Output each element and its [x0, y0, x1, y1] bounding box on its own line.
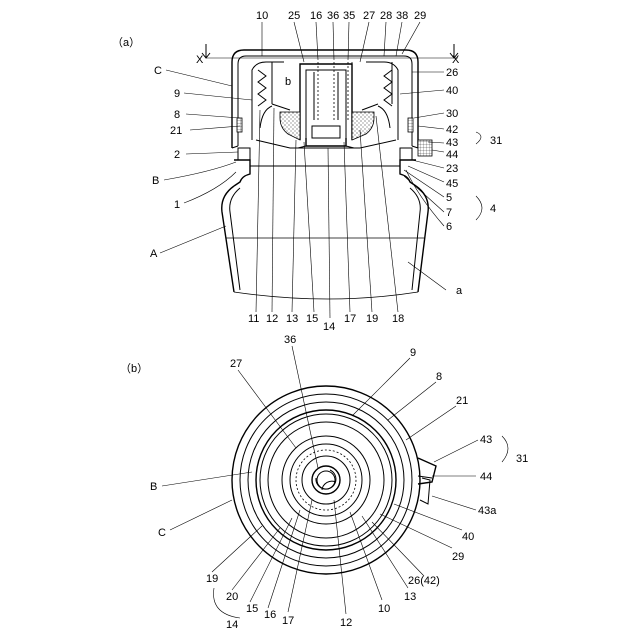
label-b-19: 19 — [206, 573, 218, 585]
label-b: b — [285, 76, 291, 88]
label-11: 11 — [248, 313, 259, 325]
label-b-27: 27 — [230, 358, 242, 370]
panel-a-label: （a） — [112, 36, 140, 49]
label-13: 13 — [286, 313, 298, 325]
bottle-body — [222, 186, 429, 299]
label-b-8: 8 — [436, 371, 442, 383]
plan-rings — [232, 386, 436, 574]
label-b-40: 40 — [462, 531, 474, 543]
label-31: 31 — [490, 135, 502, 147]
container-neck — [234, 140, 432, 186]
label-42: 42 — [446, 124, 458, 136]
label-C: C — [154, 65, 162, 77]
label-b-26-42: 26(42) — [408, 575, 440, 587]
label-43: 43 — [446, 137, 458, 149]
label-b-17: 17 — [282, 615, 294, 627]
label-b-21: 21 — [456, 395, 468, 407]
label-17: 17 — [344, 313, 356, 325]
label-9: 9 — [174, 88, 180, 100]
label-25: 25 — [288, 10, 300, 22]
label-2: 2 — [174, 149, 180, 161]
label-b-31: 31 — [516, 453, 528, 465]
label-23: 23 — [446, 163, 458, 175]
label-b-C: C — [158, 527, 166, 539]
label-b-9: 9 — [410, 347, 416, 359]
label-10: 10 — [256, 10, 268, 22]
label-29: 29 — [414, 10, 426, 22]
section-line: X X — [196, 44, 460, 66]
label-A: A — [150, 248, 158, 260]
label-b-13: 13 — [404, 591, 416, 603]
label-16: 16 — [310, 10, 322, 22]
label-b-15: 15 — [246, 603, 258, 615]
label-b-12: 12 — [340, 617, 352, 629]
panel-a: （a） X X — [112, 10, 502, 333]
label-7: 7 — [446, 207, 452, 219]
label-5: 5 — [446, 192, 452, 204]
label-44: 44 — [446, 149, 458, 161]
label-30: 30 — [446, 108, 458, 120]
label-b-36: 36 — [284, 334, 296, 346]
label-36: 36 — [327, 10, 339, 22]
label-40: 40 — [446, 85, 458, 97]
label-4: 4 — [490, 203, 496, 215]
label-18: 18 — [392, 313, 404, 325]
leaders-a — [160, 22, 482, 318]
label-b-16: 16 — [264, 609, 276, 621]
label-b-14: 14 — [226, 619, 238, 631]
label-b-20: 20 — [226, 591, 238, 603]
section-mark-left: X — [196, 54, 204, 66]
label-b-10: 10 — [378, 603, 390, 615]
label-38: 38 — [396, 10, 408, 22]
label-28: 28 — [380, 10, 392, 22]
label-26: 26 — [446, 67, 458, 79]
label-8: 8 — [174, 109, 180, 121]
label-b-44: 44 — [480, 471, 492, 483]
label-b-43: 43 — [480, 434, 492, 446]
label-12: 12 — [266, 313, 278, 325]
label-15: 15 — [306, 313, 318, 325]
label-45: 45 — [446, 178, 458, 190]
label-21: 21 — [170, 125, 182, 137]
label-14: 14 — [323, 321, 335, 333]
label-27: 27 — [363, 10, 375, 22]
label-B: B — [152, 175, 159, 187]
label-b-B: B — [150, 481, 157, 493]
panel-b-label: （b） — [120, 362, 148, 375]
label-b-43a: 43a — [478, 505, 497, 517]
label-19: 19 — [366, 313, 378, 325]
label-1: 1 — [174, 199, 180, 211]
section-mark-right: X — [452, 54, 460, 66]
label-a: a — [456, 285, 463, 297]
label-35: 35 — [343, 10, 355, 22]
panel-b: （b） — [120, 334, 528, 631]
label-b-29: 29 — [452, 551, 464, 563]
label-6: 6 — [446, 221, 452, 233]
